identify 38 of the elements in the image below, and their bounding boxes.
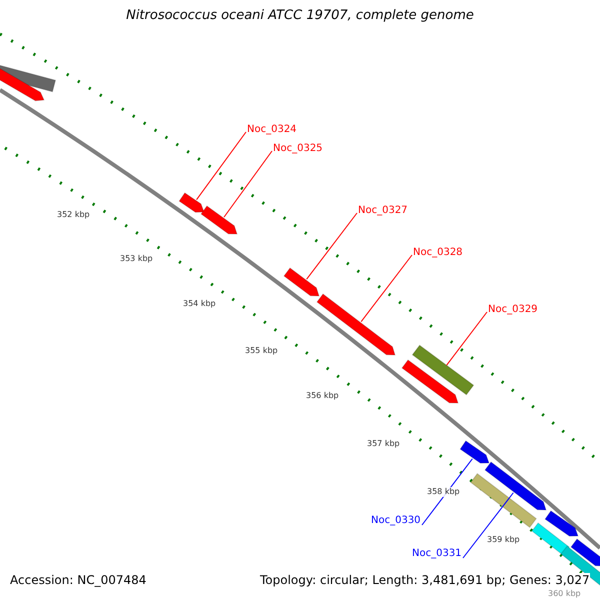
- leader-line: [196, 132, 246, 200]
- leader-line: [360, 254, 412, 322]
- scale-label: 355 kbp: [245, 346, 278, 356]
- gene-bar: [412, 344, 474, 396]
- gene-block: [460, 440, 490, 464]
- footer-text: Topology: circular; Length: 3,481,691 bp; Genes: 3,027: [260, 573, 590, 588]
- gene-block: [401, 359, 459, 404]
- gene-label: Noc_0324: [247, 124, 297, 136]
- gene-block: [570, 538, 600, 567]
- scale-label: 352 kbp: [57, 210, 90, 220]
- scale-label: 354 kbp: [183, 299, 216, 309]
- leader-line: [462, 492, 514, 558]
- scale-label: 359 kbp: [487, 535, 520, 545]
- scale-label: 360 kbp: [548, 589, 581, 599]
- scale-label: 353 kbp: [120, 254, 153, 264]
- gene-block: [283, 267, 320, 297]
- gene-label: Noc_0330: [371, 515, 421, 527]
- leader-line: [306, 212, 358, 280]
- gene-bar: [531, 522, 570, 556]
- gene-block: [200, 205, 238, 234]
- gene-label: Noc_0331: [412, 548, 462, 560]
- gene-block: [544, 510, 579, 537]
- scale-label: 356 kbp: [306, 391, 339, 401]
- gene-label: Noc_0327: [358, 205, 408, 217]
- diagram-title: Nitrosococcus oceani ATCC 19707, complete genome: [125, 8, 475, 24]
- gene-label: Noc_0328: [413, 247, 463, 259]
- gene-block: [0, 67, 45, 102]
- leader-line: [446, 312, 488, 366]
- footer-text: Accession: NC_007484: [10, 573, 146, 588]
- leader-line: [224, 150, 272, 218]
- gene-label: Noc_0329: [488, 304, 538, 316]
- gene-block: [484, 461, 547, 511]
- scale-label: 358 kbp: [427, 487, 460, 497]
- scale-label: 357 kbp: [367, 439, 400, 449]
- gene-bar: [470, 472, 537, 528]
- gene-label: Noc_0325: [273, 143, 323, 155]
- gene-block: [316, 293, 396, 356]
- gene-block: [178, 192, 205, 213]
